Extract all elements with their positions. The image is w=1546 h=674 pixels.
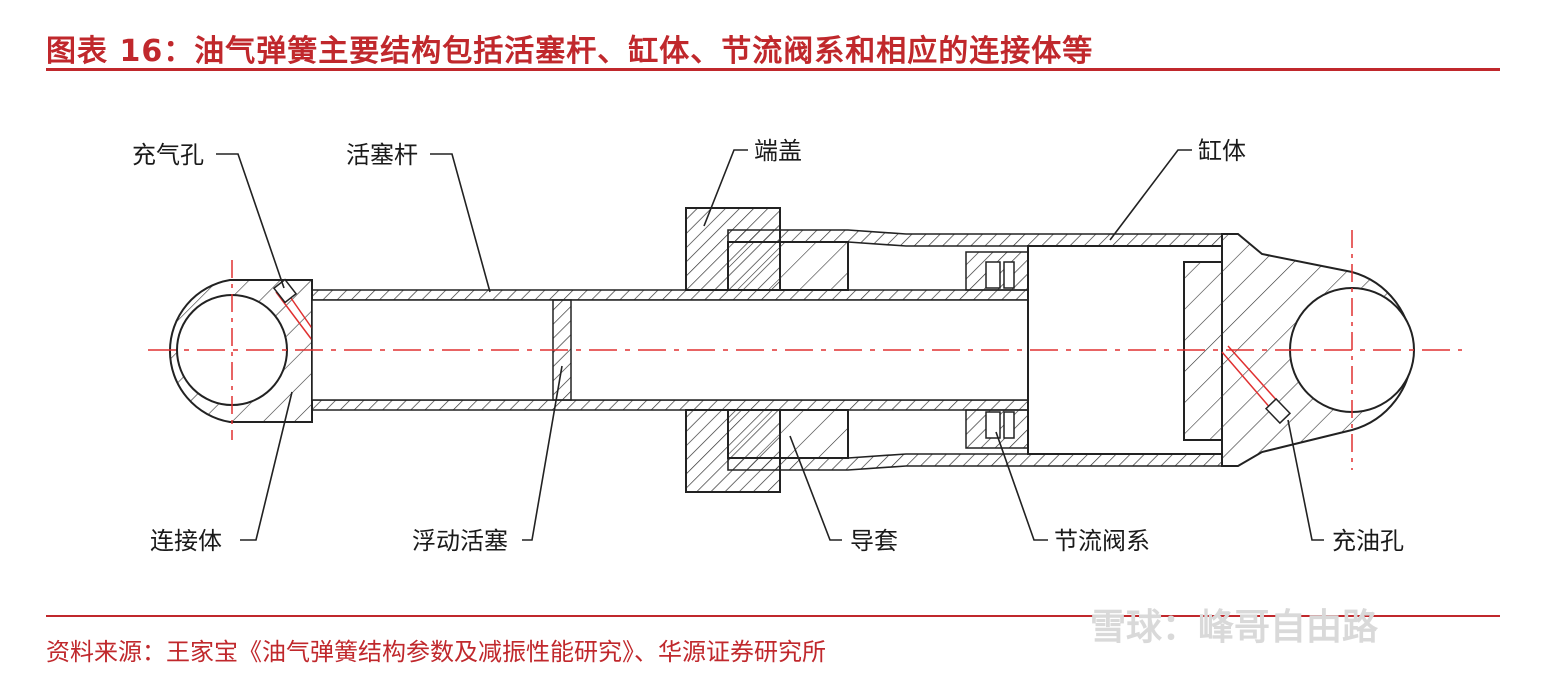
label-throttle-valve: 节流阀系: [1054, 527, 1150, 555]
label-connector: 连接体: [150, 527, 222, 555]
source-note: 资料来源：王家宝《油气弹簧结构参数及减振性能研究》、华源证券研究所: [46, 638, 826, 666]
label-cylinder: 缸体: [1198, 137, 1246, 165]
label-end-cap: 端盖: [754, 137, 802, 165]
footer-rule: [46, 615, 1500, 617]
leader-lines: [216, 149, 1324, 541]
throttle-valve-system: [965, 251, 1029, 449]
title-rule: [46, 68, 1500, 71]
charge-hole-channel: [272, 278, 317, 341]
figure-title: 图表 16：油气弹簧主要结构包括活塞杆、缸体、节流阀系和相应的连接体等: [46, 34, 1094, 69]
label-piston-rod: 活塞杆: [346, 141, 418, 169]
label-guide-sleeve: 导套: [850, 527, 898, 555]
oil-hole-channel: [1221, 345, 1292, 425]
watermark: 雪球：峰哥自由路: [1090, 607, 1379, 648]
label-floating-piston: 浮动活塞: [412, 527, 508, 555]
label-charge-hole: 充气孔: [132, 141, 204, 169]
label-oil-hole: 充油孔: [1332, 527, 1404, 555]
left-connector: [169, 260, 317, 440]
